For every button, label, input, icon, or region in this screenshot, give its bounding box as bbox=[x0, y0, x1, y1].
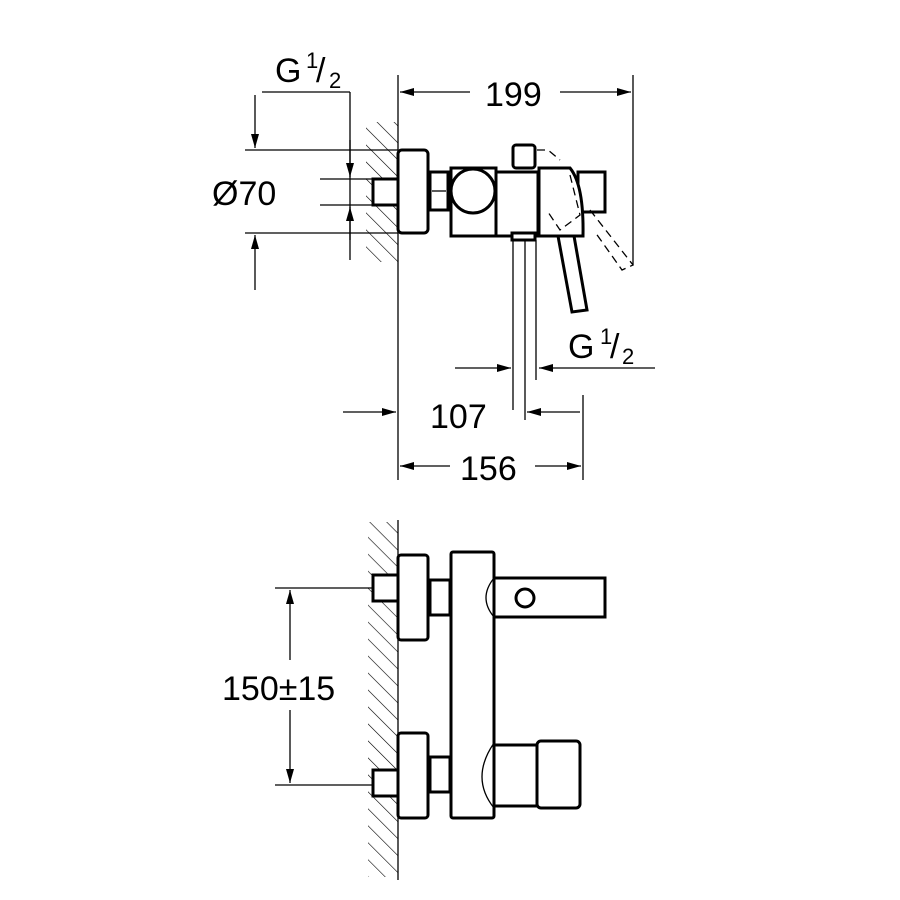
side-view: 199 G 1 / 2 Ø70 G 1 / 2 1 bbox=[212, 48, 655, 488]
spout-arm bbox=[494, 576, 607, 619]
dim-thread-outlet: G 1 / 2 bbox=[568, 324, 634, 369]
dim-diameter-70: Ø70 bbox=[212, 175, 276, 213]
inlet-pipe-lower bbox=[371, 768, 400, 798]
mixer-body bbox=[449, 550, 496, 820]
body-circle bbox=[449, 167, 497, 215]
inlet-pipe bbox=[371, 177, 400, 207]
rosette-lower bbox=[396, 731, 430, 820]
svg-text:1: 1 bbox=[306, 48, 318, 73]
svg-text:1: 1 bbox=[600, 324, 612, 349]
handle-cylinder bbox=[492, 743, 539, 808]
inlet-pipe-upper bbox=[371, 573, 400, 603]
front-view: 150±15 bbox=[222, 520, 607, 880]
svg-text:2: 2 bbox=[622, 344, 634, 369]
lever-alt-position bbox=[537, 149, 635, 271]
rosette-upper bbox=[396, 553, 430, 642]
rosette bbox=[396, 148, 430, 235]
dim-156: 156 bbox=[460, 450, 517, 488]
svg-text:2: 2 bbox=[329, 68, 341, 93]
nut-lower bbox=[428, 755, 452, 794]
cartridge bbox=[537, 166, 585, 238]
handle-cap bbox=[535, 739, 582, 810]
svg-text:/: / bbox=[316, 52, 326, 90]
dim-thread-top: G 1 / 2 bbox=[275, 48, 341, 93]
dim-199: 199 bbox=[485, 76, 542, 114]
dim-150-15: 150±15 bbox=[222, 670, 335, 708]
body-middle bbox=[494, 170, 540, 238]
diverter-cap bbox=[511, 143, 537, 170]
lever-handle bbox=[556, 234, 589, 314]
nut-upper bbox=[428, 578, 452, 617]
dim-107: 107 bbox=[430, 398, 487, 436]
svg-text:/: / bbox=[610, 328, 620, 366]
svg-text:G: G bbox=[275, 52, 301, 90]
spout-outlet bbox=[514, 587, 536, 609]
svg-text:G: G bbox=[568, 328, 594, 366]
